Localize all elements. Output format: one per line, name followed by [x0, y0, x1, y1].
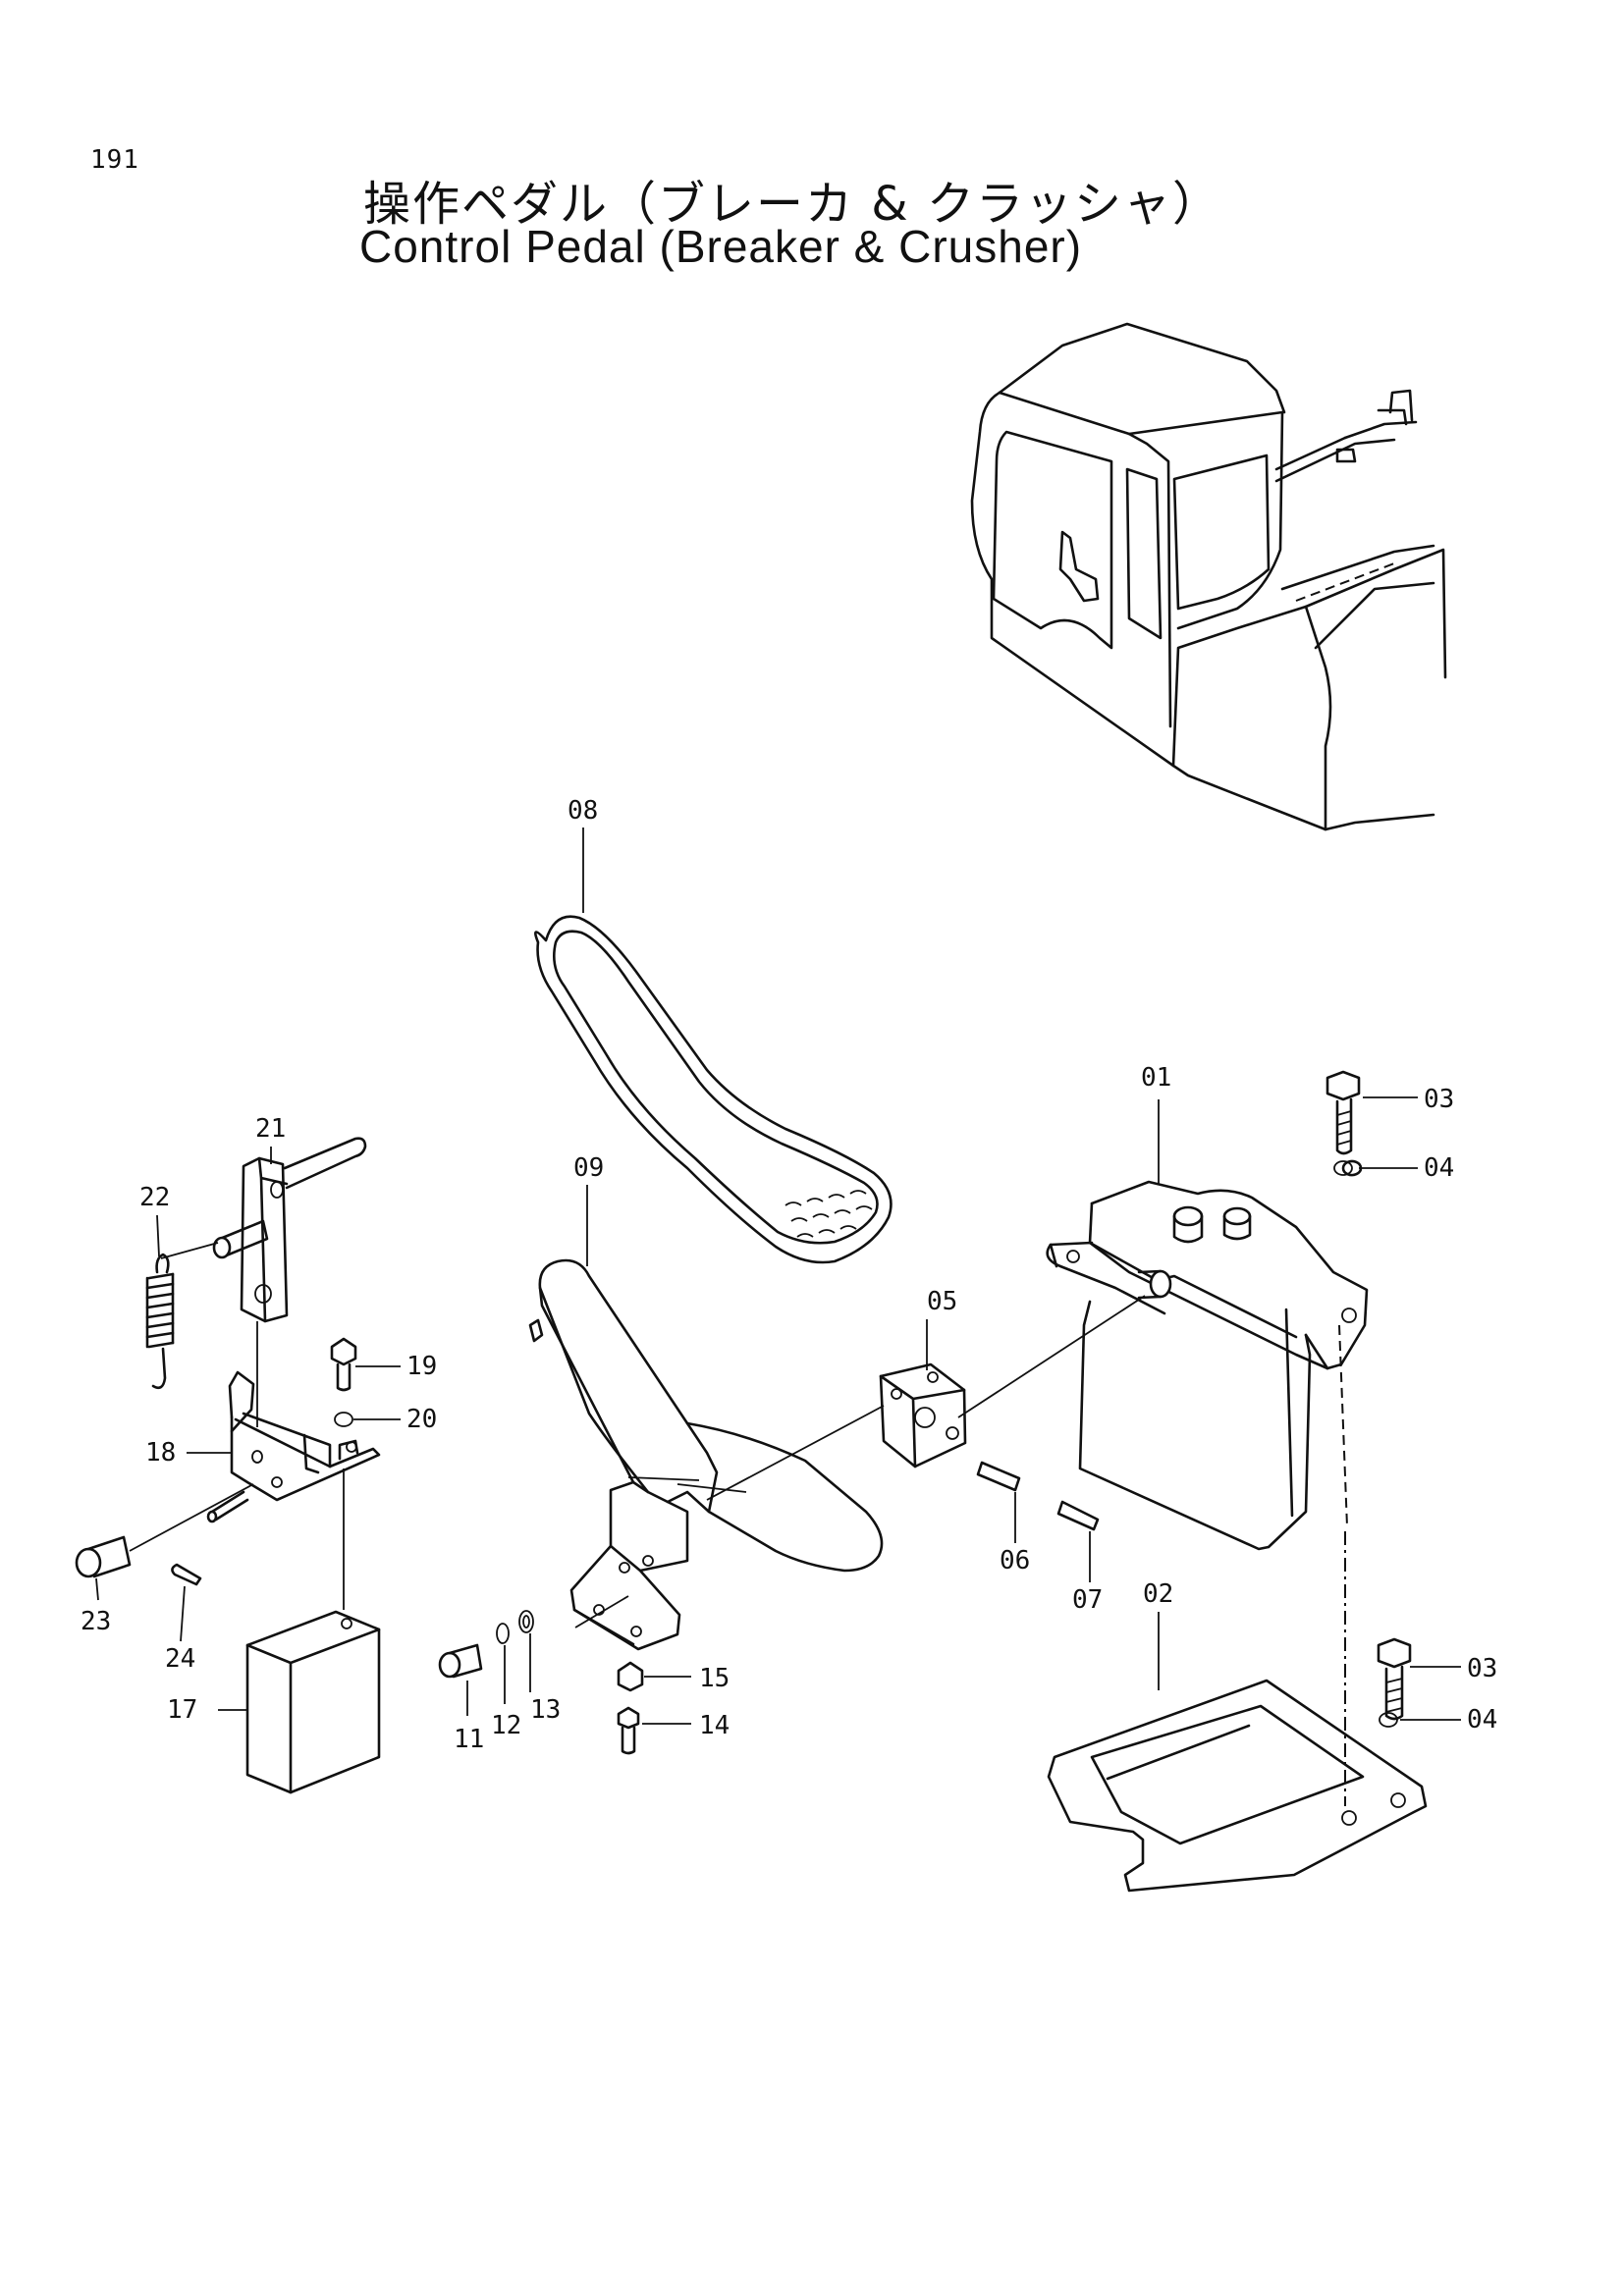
part-17-block	[245, 1610, 381, 1794]
part-20-washer	[334, 1412, 353, 1427]
part-18-hinge-bracket	[206, 1370, 381, 1523]
callout-05: 05	[927, 1287, 957, 1316]
part-24-cotter-pin	[171, 1563, 202, 1586]
callout-17: 17	[167, 1695, 197, 1725]
part-02-base-plate	[1047, 1679, 1428, 1893]
part-04-washer-upper	[1333, 1159, 1363, 1177]
part-22-spring	[145, 1242, 219, 1390]
page-number: 191	[90, 145, 139, 175]
callout-24: 24	[165, 1644, 195, 1674]
callout-06: 06	[1000, 1546, 1030, 1575]
callout-02: 02	[1143, 1579, 1173, 1609]
callout-04-upper: 04	[1424, 1153, 1454, 1183]
callout-18: 18	[145, 1438, 176, 1468]
callout-04-lower: 04	[1467, 1705, 1497, 1735]
callout-01: 01	[1141, 1063, 1171, 1093]
pedal-pad-grip-bumps	[784, 1190, 873, 1238]
part-09-pedal	[528, 1258, 884, 1651]
part-03-bolt-lower	[1377, 1637, 1412, 1721]
callout-14: 14	[699, 1711, 730, 1740]
title-japanese: 操作ペダル（ブレーカ & クラッシャ）	[363, 177, 1221, 232]
callout-07: 07	[1072, 1585, 1103, 1615]
part-14-bolt	[617, 1706, 640, 1755]
callout-20: 20	[406, 1405, 437, 1434]
part-23-pin	[75, 1483, 254, 1578]
assembly-lines	[256, 1295, 1346, 1806]
part-15-nut	[617, 1661, 644, 1692]
callout-22: 22	[139, 1183, 170, 1212]
part-05-block	[879, 1362, 967, 1468]
callout-23: 23	[81, 1607, 111, 1636]
part-21-bracket	[212, 1137, 367, 1323]
part-13-washer	[518, 1610, 534, 1633]
callout-19: 19	[406, 1352, 437, 1381]
part-11-bolt	[438, 1643, 483, 1679]
part-03-bolt-upper	[1325, 1070, 1361, 1155]
callout-03-lower: 03	[1467, 1654, 1497, 1683]
part-06-pin	[976, 1461, 1021, 1492]
callout-03-upper: 03	[1424, 1085, 1454, 1114]
part-19-bolt	[330, 1337, 357, 1392]
callout-08: 08	[568, 796, 598, 826]
callout-labels: 01 02 03 04 05 06 07 03 04 08 09 11 12 1…	[81, 796, 1497, 1754]
part-04-washer-lower	[1379, 1712, 1398, 1728]
excavator-cab-illustration	[970, 322, 1447, 831]
part-08-pedal-pad	[534, 915, 893, 1264]
part-12-washer	[496, 1623, 510, 1644]
leader-lines	[95, 828, 1461, 1725]
part-07-pin	[1056, 1500, 1100, 1531]
callout-11: 11	[454, 1725, 484, 1754]
callout-09: 09	[573, 1153, 604, 1183]
callout-15: 15	[699, 1664, 730, 1693]
callout-12: 12	[491, 1711, 521, 1740]
callout-13: 13	[530, 1695, 561, 1725]
callout-21: 21	[255, 1114, 286, 1144]
part-01-valve	[1046, 1180, 1369, 1551]
title-english: Control Pedal (Breaker & Crusher)	[359, 221, 1083, 272]
